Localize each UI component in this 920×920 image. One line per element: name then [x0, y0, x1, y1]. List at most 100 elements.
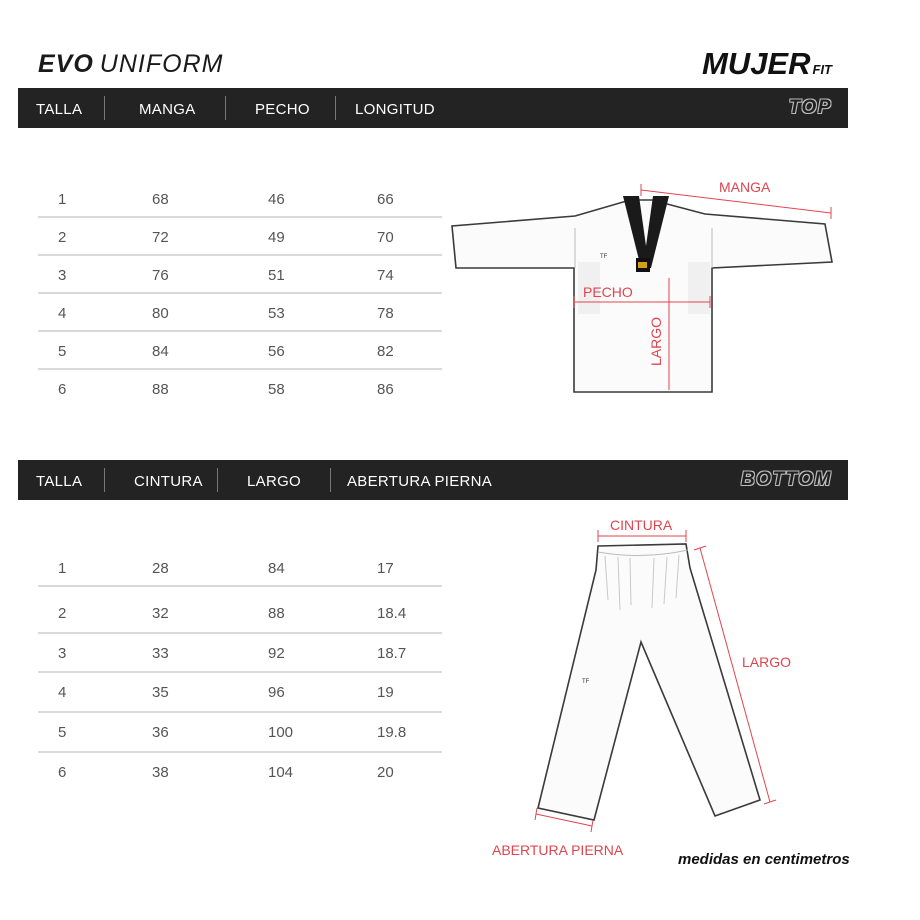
cell-talla: 3 [58, 645, 67, 662]
cell-abertura: 17 [377, 560, 394, 577]
top-col-talla: TALLA [36, 101, 83, 118]
brand-uniform: UNIFORM [99, 50, 224, 78]
cell-largo: 84 [268, 560, 285, 577]
bottom-header-bar: TALLA CINTURA LARGO ABERTURA PIERNA BOTT… [18, 460, 848, 500]
pants-illustration: TF [537, 543, 761, 821]
brand-evo: EVO [38, 50, 94, 78]
cell-manga: 84 [152, 343, 169, 360]
table-row: 1 28 84 17 [38, 549, 442, 587]
separator [104, 468, 105, 492]
table-row: 4 80 53 78 [38, 294, 442, 332]
cell-talla: 2 [58, 605, 67, 622]
bottom-col-abertura: ABERTURA PIERNA [347, 473, 493, 490]
cell-cintura: 36 [152, 724, 169, 741]
cell-longitud: 70 [377, 229, 394, 246]
table-row: 2 72 49 70 [38, 218, 442, 256]
cell-talla: 4 [58, 305, 67, 322]
cell-longitud: 86 [377, 381, 394, 398]
cell-manga: 68 [152, 191, 169, 208]
cell-abertura: 19 [377, 684, 394, 701]
cell-pecho: 56 [268, 343, 285, 360]
pants-measure-lines [534, 530, 777, 833]
label-pecho: PECHO [583, 284, 633, 300]
table-row: 1 68 46 66 [38, 180, 442, 218]
cell-largo: 92 [268, 645, 285, 662]
cell-talla: 5 [58, 724, 67, 741]
cell-abertura: 20 [377, 764, 394, 781]
cell-largo: 104 [268, 764, 294, 781]
separator [217, 468, 218, 492]
cell-pecho: 51 [268, 267, 285, 284]
table-row: 6 88 58 86 [38, 370, 442, 408]
label-cintura: CINTURA [610, 517, 673, 533]
label-abertura: ABERTURA PIERNA [492, 842, 624, 858]
cell-cintura: 28 [152, 560, 169, 577]
separator [335, 96, 336, 120]
label-manga: MANGA [719, 179, 771, 195]
cell-largo: 88 [268, 605, 285, 622]
cell-manga: 76 [152, 267, 169, 284]
cell-abertura: 19.8 [377, 724, 407, 741]
separator [330, 468, 331, 492]
units-note: medidas en centimetros [678, 851, 850, 868]
fit-small: FIT [812, 62, 833, 77]
cell-longitud: 78 [377, 305, 394, 322]
cell-abertura: 18.7 [377, 645, 407, 662]
bottom-tag: BOTTOM [741, 469, 832, 490]
cell-talla: 1 [58, 560, 67, 577]
table-row: 6 38 104 20 [38, 753, 442, 789]
cell-pecho: 49 [268, 229, 285, 246]
cell-cintura: 35 [152, 684, 169, 701]
top-header-bar: TALLA MANGA PECHO LONGITUD TOP [18, 88, 848, 128]
cell-talla: 1 [58, 191, 67, 208]
cell-abertura: 18.4 [377, 605, 407, 622]
fit-main: MUJER [701, 46, 811, 81]
cell-largo: 96 [268, 684, 285, 701]
table-row: 2 32 88 18.4 [38, 587, 442, 634]
cell-cintura: 38 [152, 764, 169, 781]
svg-text:TF: TF [600, 254, 608, 260]
table-row: 5 84 56 82 [38, 332, 442, 370]
cell-talla: 3 [58, 267, 67, 284]
cell-pecho: 53 [268, 305, 285, 322]
separator [225, 96, 226, 120]
cell-talla: 4 [58, 684, 67, 701]
separator [104, 96, 105, 120]
cell-manga: 72 [152, 229, 169, 246]
cell-pecho: 46 [268, 191, 285, 208]
cell-talla: 2 [58, 229, 67, 246]
cell-manga: 88 [152, 381, 169, 398]
bottom-col-talla: TALLA [36, 473, 83, 490]
jacket-measure-lines [573, 184, 832, 390]
cell-longitud: 66 [377, 191, 394, 208]
bottom-col-largo: LARGO [247, 473, 302, 490]
cell-longitud: 74 [377, 267, 394, 284]
table-row: 3 76 51 74 [38, 256, 442, 294]
top-col-longitud: LONGITUD [355, 101, 435, 118]
bottom-col-cintura: CINTURA [134, 473, 203, 490]
cell-talla: 5 [58, 343, 67, 360]
cell-talla: 6 [58, 764, 67, 781]
cell-largo: 100 [268, 724, 294, 741]
cell-cintura: 32 [152, 605, 169, 622]
top-tag: TOP [788, 97, 832, 118]
table-row: 5 36 100 19.8 [38, 713, 442, 753]
cell-manga: 80 [152, 305, 169, 322]
svg-text:TF: TF [582, 679, 590, 685]
table-row: 4 35 96 19 [38, 673, 442, 713]
label-largo-bottom: LARGO [742, 654, 791, 670]
label-largo-top: LARGO [648, 317, 664, 366]
top-col-manga: MANGA [139, 101, 196, 118]
cell-pecho: 58 [268, 381, 285, 398]
cell-cintura: 33 [152, 645, 169, 662]
top-col-pecho: PECHO [255, 101, 310, 118]
cell-longitud: 82 [377, 343, 394, 360]
jacket-illustration: TF [451, 196, 833, 393]
cell-talla: 6 [58, 381, 67, 398]
